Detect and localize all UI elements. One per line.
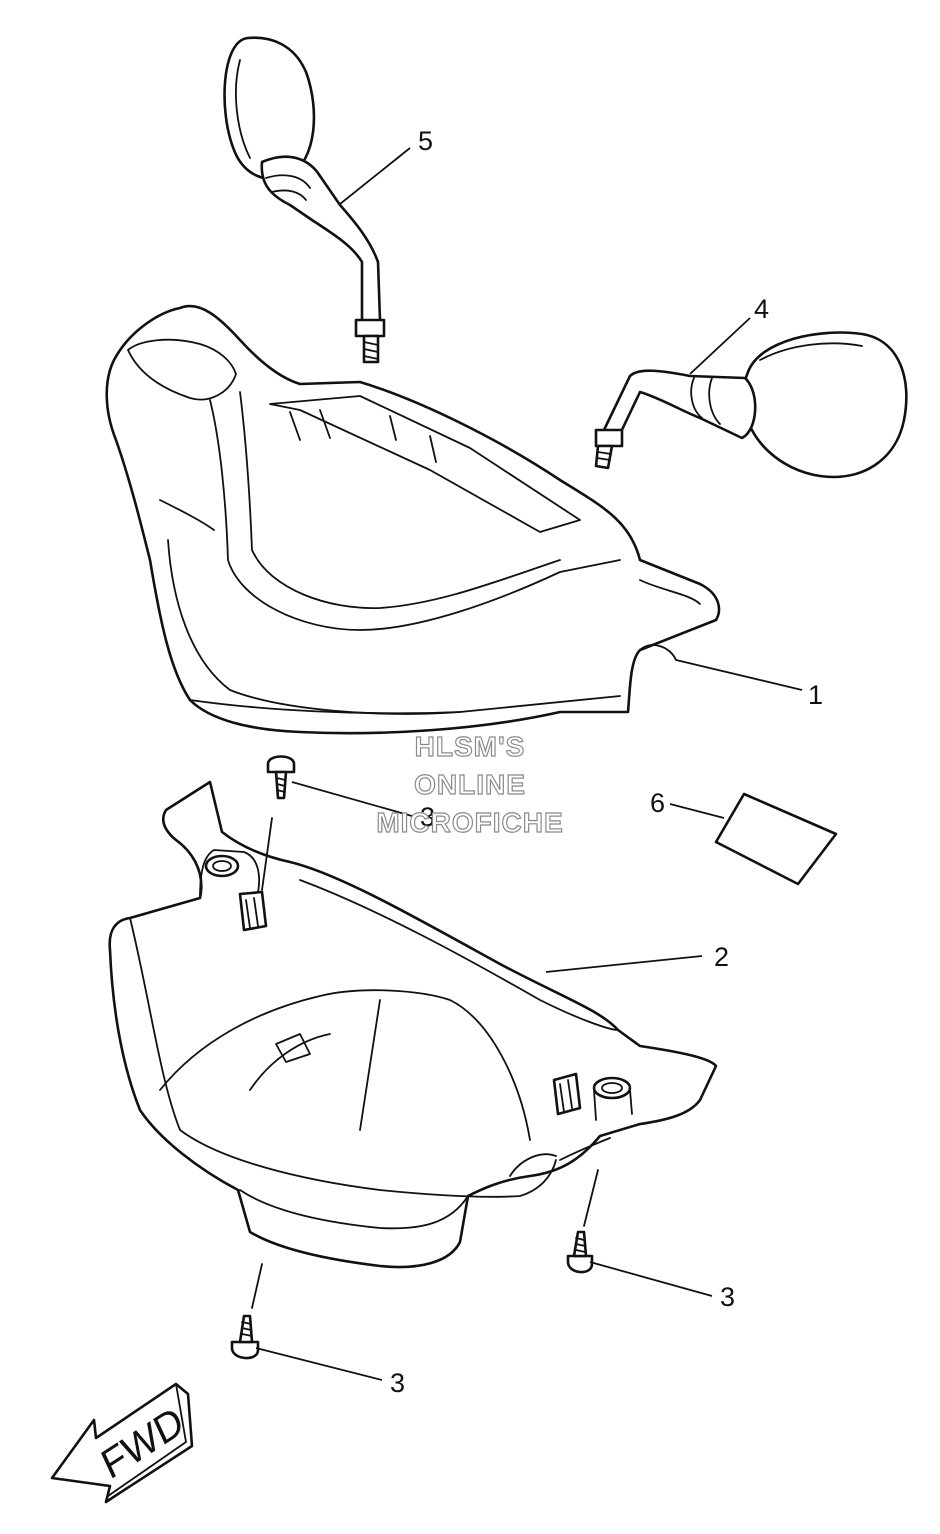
leader-3-bottom xyxy=(255,1347,383,1381)
left-mirror xyxy=(223,36,386,364)
fwd-arrow: FWD xyxy=(50,1382,194,1504)
leader-3-top xyxy=(291,781,413,817)
leader-1 xyxy=(675,659,803,691)
callout-2: 2 xyxy=(714,942,729,972)
callout-4: 4 xyxy=(754,294,769,324)
watermark-line1: HLSM'S xyxy=(415,731,526,762)
upper-handlebar-cover xyxy=(105,304,721,735)
right-mirror xyxy=(594,331,908,479)
callout-3-bottom: 3 xyxy=(390,1368,405,1398)
screw-right xyxy=(566,1169,599,1274)
watermark: HLSM'S ONLINE MICROFICHE xyxy=(376,730,564,838)
watermark-line3: MICROFICHE xyxy=(376,807,563,838)
callout-3-top: 3 xyxy=(420,802,435,832)
leader-6 xyxy=(669,803,725,819)
screw-bottom xyxy=(230,1263,263,1360)
leader-2 xyxy=(545,955,703,973)
leader-3-right xyxy=(589,1261,713,1297)
screw-top xyxy=(261,755,296,891)
callout-5: 5 xyxy=(418,126,433,156)
callout-6: 6 xyxy=(650,788,665,818)
leader-5 xyxy=(339,147,411,205)
label-sticker xyxy=(714,792,838,886)
lower-handlebar-cover xyxy=(108,780,718,1269)
leader-4 xyxy=(689,317,751,375)
watermark-line2: ONLINE xyxy=(414,769,526,800)
callout-3-right: 3 xyxy=(720,1282,735,1312)
callout-1: 1 xyxy=(808,680,823,710)
